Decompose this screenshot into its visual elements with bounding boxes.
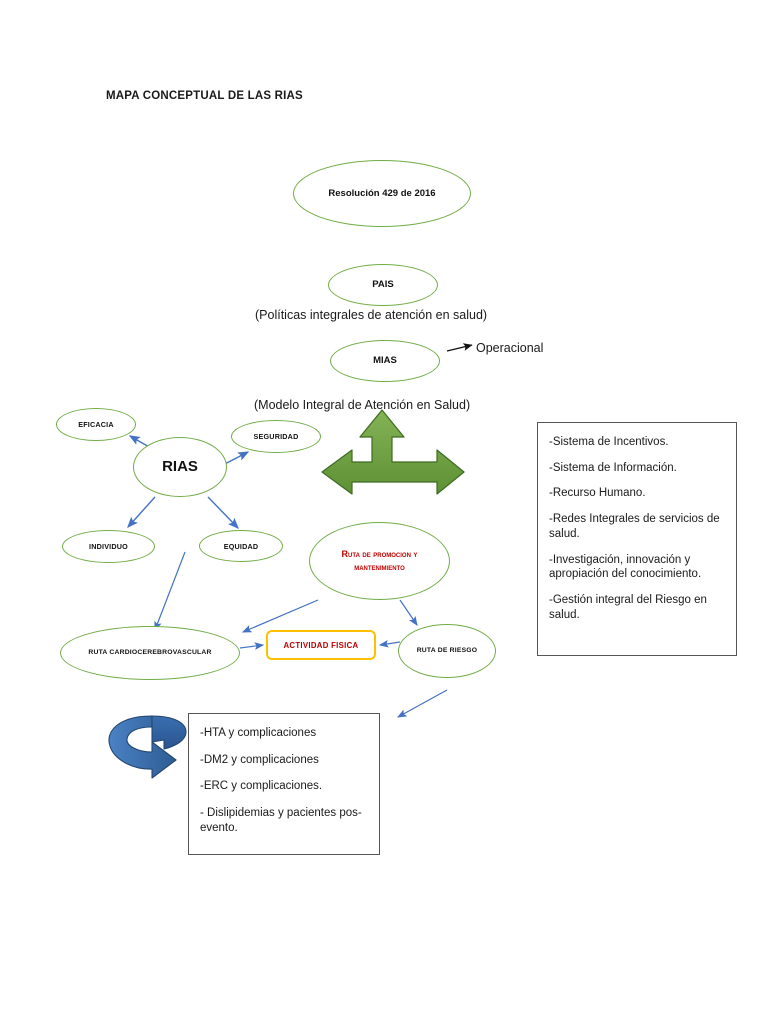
node-eficacia[interactable]: EFICACIA <box>56 408 136 441</box>
components-item: -Redes Integrales de servicios de salud. <box>549 513 720 540</box>
pais-caption: (Políticas integrales de atención en sal… <box>255 308 488 322</box>
node-ruta-cardiocerebrovascular-label: RUTA CARDIOCEREBROVASCULAR <box>88 648 212 656</box>
node-mias[interactable]: MIAS <box>330 340 440 382</box>
conditions-item: -HTA y complicaciones <box>200 727 317 739</box>
arrow-riesgo-actividad <box>378 639 401 648</box>
arrow-rias-ruta-cardio <box>154 551 186 632</box>
node-ruta-de-riesgo[interactable]: RUTA DE RIESGO <box>398 624 496 678</box>
components-item: -Recurso Humano. <box>549 487 646 500</box>
node-seguridad[interactable]: SEGURIDAD <box>231 420 321 453</box>
arrow-promocion-riesgo <box>399 599 418 626</box>
arrow-riesgo-bottombox <box>396 689 448 718</box>
node-rias-label: RIAS <box>162 457 198 475</box>
node-pais[interactable]: PAIS <box>328 264 438 306</box>
conditions-textbox: -HTA y complicaciones -DM2 y complicacio… <box>188 713 380 855</box>
node-seguridad-label: SEGURIDAD <box>253 432 299 441</box>
node-ruta-promocion-label: Ruta de promocion y mantenimiento <box>341 548 418 573</box>
curved-arrow-icon <box>108 715 187 779</box>
conditions-item: - Dislipidemias y pacientes pos-evento. <box>200 807 362 834</box>
node-eficacia-label: EFICACIA <box>78 420 114 429</box>
node-pais-label: PAIS <box>372 279 394 291</box>
node-individuo-label: INDIVIDUO <box>89 542 128 551</box>
conditions-item: -ERC y complicaciones. <box>200 780 323 793</box>
node-rias[interactable]: RIAS <box>133 437 227 497</box>
mias-caption: (Modelo Integral de Atención en Salud) <box>254 398 471 412</box>
node-actividad-fisica-label: ACTIVIDAD FISICA <box>283 640 359 650</box>
conditions-item: -DM2 y complicaciones <box>200 753 319 766</box>
node-resolucion-label: Resolución 429 de 2016 <box>328 187 436 199</box>
arrow-promocion-cardio <box>241 599 319 633</box>
node-ruta-de-riesgo-label: RUTA DE RIESGO <box>416 646 478 654</box>
components-textbox: -Sistema de Incentivos. -Sistema de Info… <box>537 422 737 656</box>
components-item: -Sistema de Información. <box>549 461 677 474</box>
node-ruta-promocion[interactable]: Ruta de promocion y mantenimiento <box>309 522 450 600</box>
arrow-rias-equidad <box>207 496 239 530</box>
operacional-label: Operacional <box>476 341 544 355</box>
node-mias-label: MIAS <box>373 355 397 367</box>
node-equidad-label: EQUIDAD <box>223 541 259 551</box>
node-resolucion[interactable]: Resolución 429 de 2016 <box>293 160 471 227</box>
node-actividad-fisica[interactable]: ACTIVIDAD FISICA <box>266 630 376 660</box>
node-ruta-cardiocerebrovascular[interactable]: RUTA CARDIOCEREBROVASCULAR <box>60 626 240 680</box>
node-individuo[interactable]: INDIVIDUO <box>62 530 155 563</box>
components-item: -Investigación, innovación y apropiación… <box>549 553 702 581</box>
arrow-rias-individuo <box>127 496 156 529</box>
page-title: MAPA CONCEPTUAL DE LAS RIAS <box>106 90 303 102</box>
components-item: -Gestión integral del Riesgo en salud. <box>549 594 707 621</box>
node-equidad[interactable]: EQUIDAD <box>199 530 283 562</box>
arrow-mias-operacional <box>446 343 473 352</box>
components-item: -Sistema de Incentivos. <box>549 436 669 448</box>
arrow-cardio-actividad <box>239 642 265 650</box>
three-way-arrow-icon <box>321 409 465 495</box>
